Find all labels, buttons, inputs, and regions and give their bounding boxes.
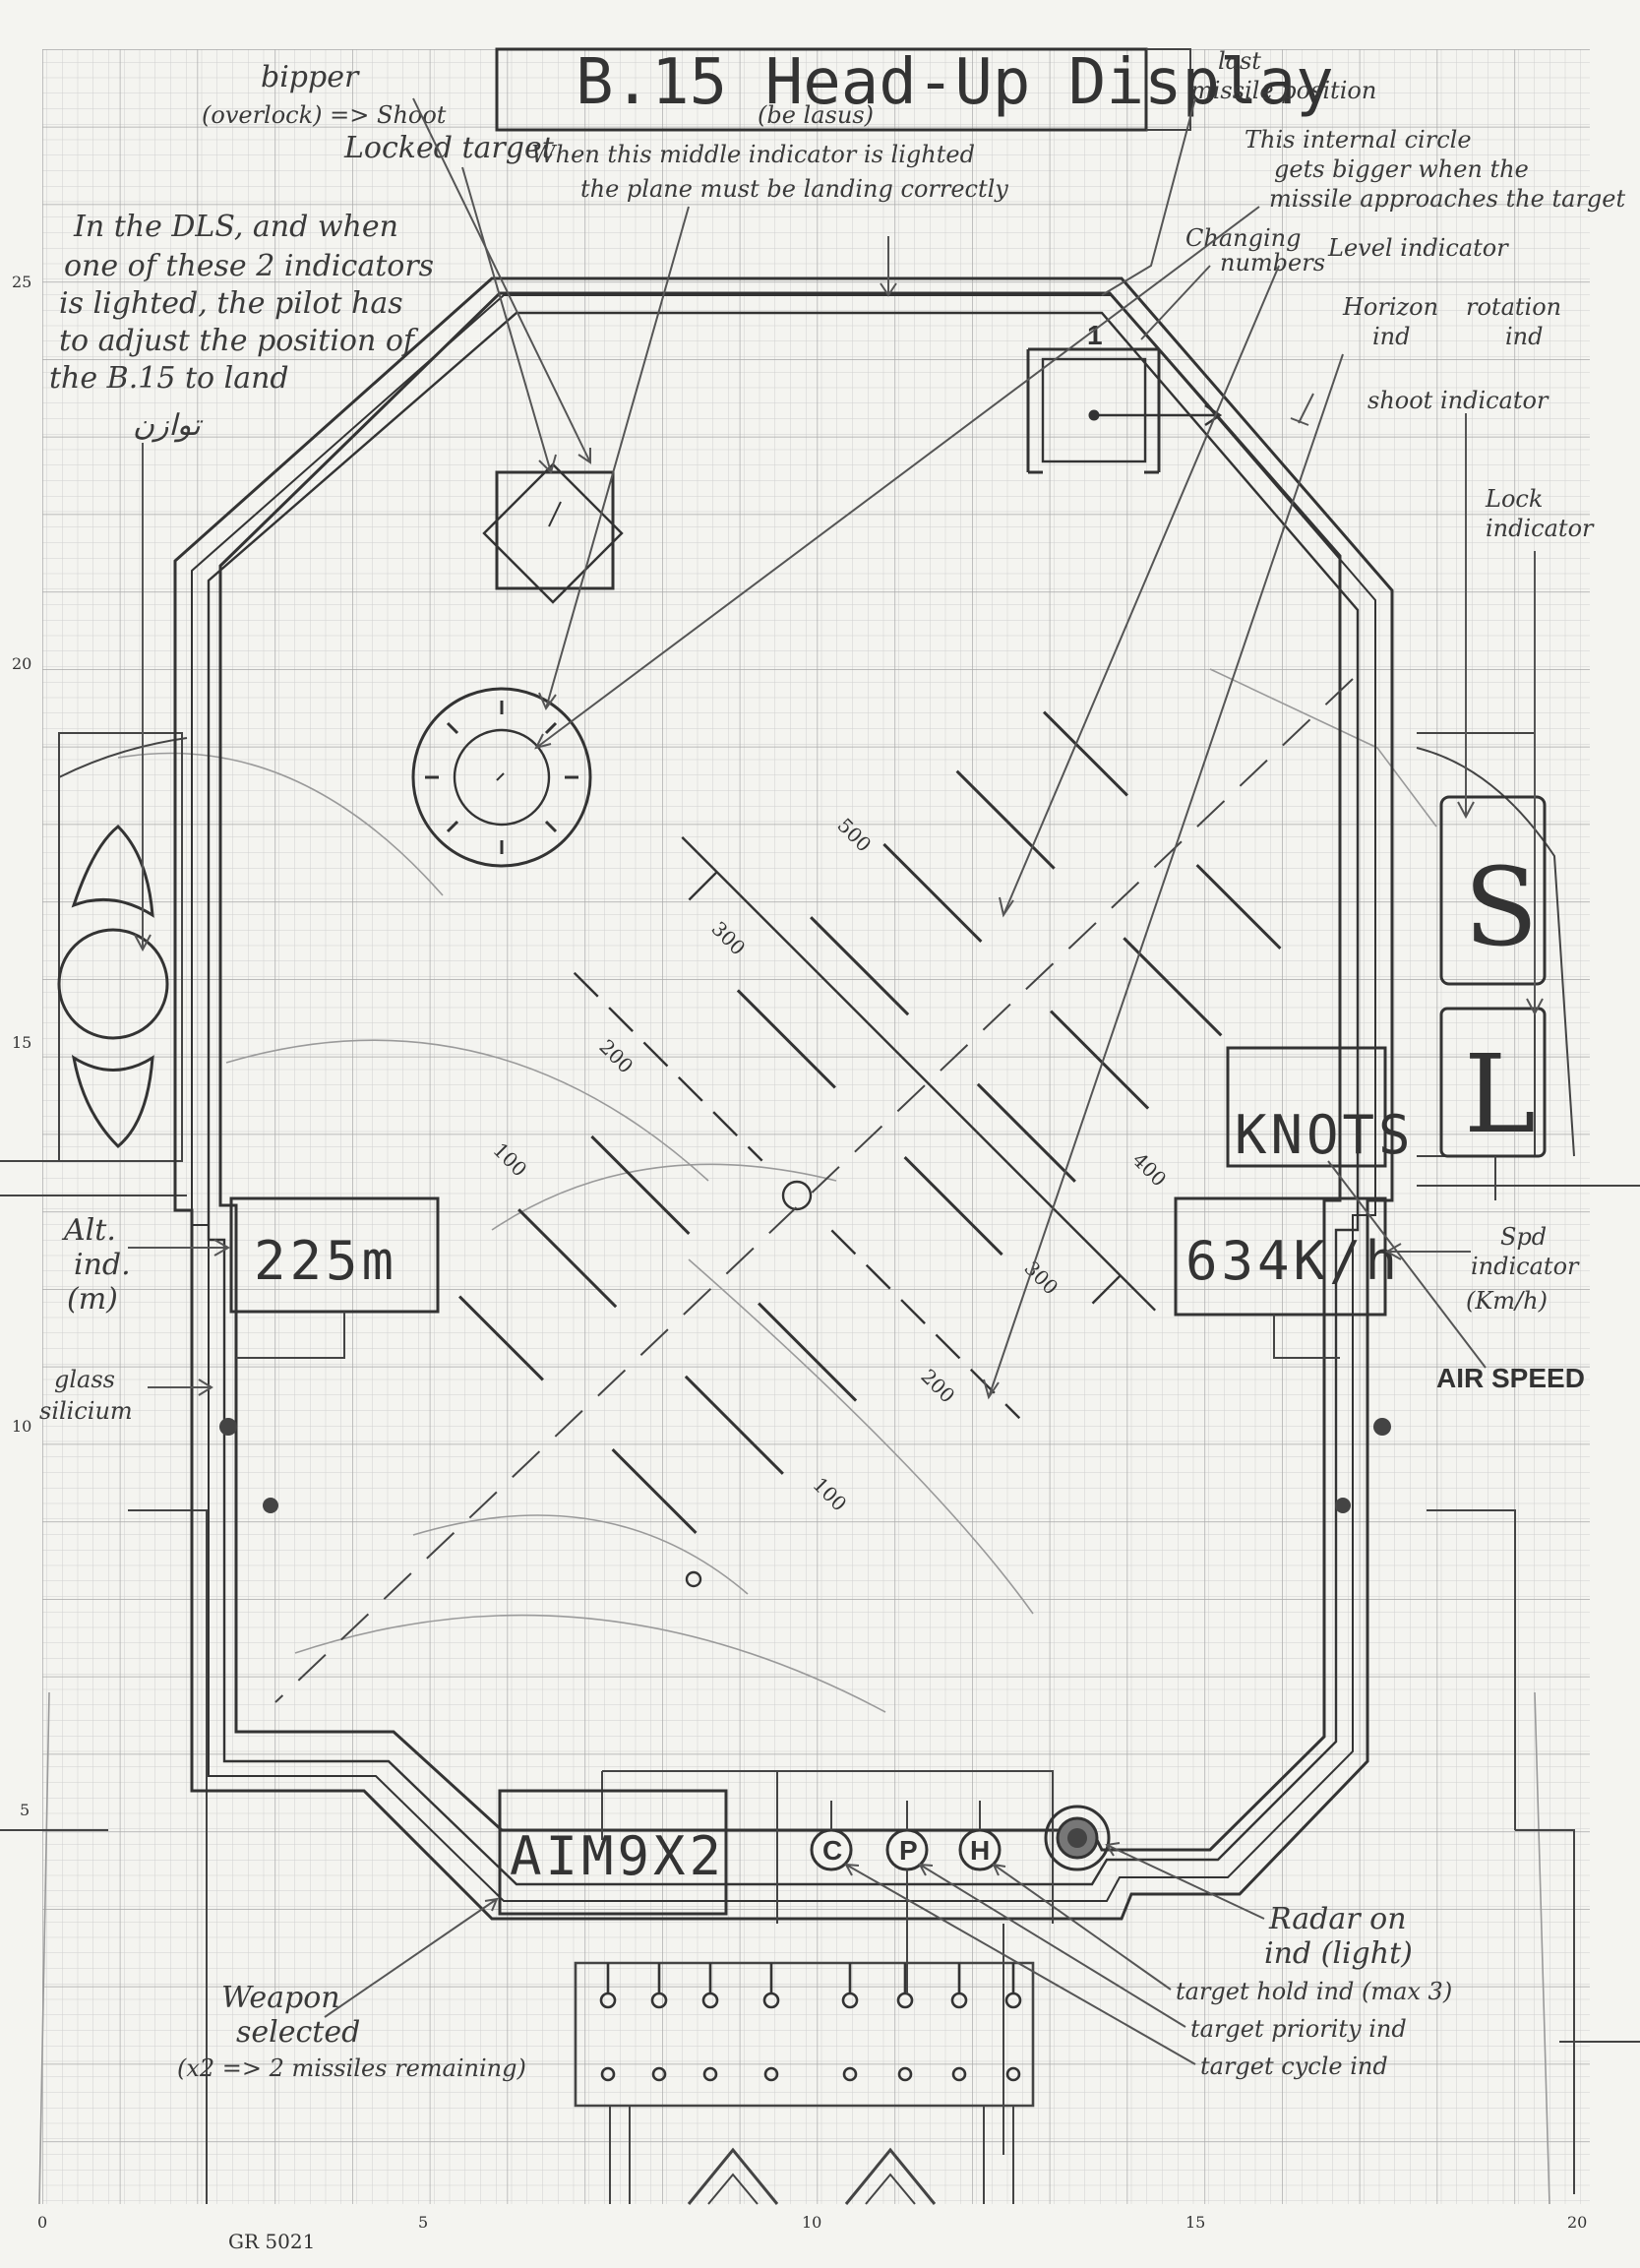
note-spd-3: (Km/h) xyxy=(1466,1287,1548,1315)
grid-label-left-10: 10 xyxy=(12,1417,31,1436)
note-overlock: (overlock) => Shoot xyxy=(202,101,447,129)
note-target-hold: target hold ind (max 3) xyxy=(1176,1978,1452,2005)
note-spd-2: indicator xyxy=(1471,1253,1580,1280)
bipper-target-box xyxy=(482,462,624,604)
grid-label-bottom-20: 20 xyxy=(1567,2213,1587,2232)
speed-display: 634K/h xyxy=(1185,1230,1401,1292)
grid-label-left-5: 5 xyxy=(20,1801,30,1819)
annotations: bipper (overlock) => Shoot Locked target… xyxy=(39,47,1625,2082)
note-dls-4: to adjust the position of xyxy=(59,324,419,358)
lazus-limit-arrow xyxy=(880,236,897,297)
note-middle-indicator-1: When this middle indicator is lighted xyxy=(531,141,975,168)
note-last-missile-2: missile position xyxy=(1190,77,1376,104)
page-subtitle: (be lasus) xyxy=(758,101,874,129)
note-air-speed: AIR SPEED xyxy=(1436,1363,1585,1393)
title-box xyxy=(495,47,1148,132)
note-dls-5: the B.15 to land xyxy=(49,361,289,396)
target-number: 1 xyxy=(1087,320,1103,350)
note-target-cycle: target cycle ind xyxy=(1200,2053,1388,2080)
note-horizon-1: Horizon xyxy=(1342,293,1438,321)
grid-label-left-15: 15 xyxy=(12,1033,31,1052)
target-buttons xyxy=(810,1801,1002,1993)
lock-indicator-box xyxy=(1439,1007,1547,1158)
note-last-missile-1: last xyxy=(1218,47,1261,75)
note-shoot-indicator: shoot indicator xyxy=(1367,387,1549,414)
grid-label-left-25: 25 xyxy=(12,273,31,291)
note-locked-target: Locked target xyxy=(343,131,555,165)
note-bipper: bipper xyxy=(261,60,360,94)
grid-label-bottom-0: 0 xyxy=(37,2213,47,2232)
target-priority-button[interactable]: P xyxy=(899,1835,918,1866)
note-target-priority: target priority ind xyxy=(1190,2015,1407,2043)
grid-label-bottom-15: 15 xyxy=(1185,2213,1205,2232)
note-lock-indicator-2: indicator xyxy=(1486,515,1595,542)
knots-box xyxy=(1226,1046,1387,1168)
note-radar-1: Radar on xyxy=(1268,1902,1407,1936)
target-hold-button[interactable]: H xyxy=(970,1835,990,1866)
knots-label: KNOTS xyxy=(1235,1104,1415,1166)
note-dls-3: is lighted, the pilot has xyxy=(59,286,403,321)
lock-indicator: L xyxy=(1464,1031,1536,1157)
note-level-indicator: Level indicator xyxy=(1327,234,1509,262)
note-middle-indicator-2: the plane must be landing correctly xyxy=(580,175,1008,203)
note-alt-2: ind. xyxy=(74,1248,131,1282)
shoot-indicator: S xyxy=(1464,844,1538,970)
note-glass-2: silicium xyxy=(39,1397,133,1425)
altitude-display-box xyxy=(229,1196,440,1314)
grid-label-bottom-10: 10 xyxy=(802,2213,821,2232)
note-weapon-2: selected xyxy=(236,2015,360,2050)
target-cycle-button[interactable]: C xyxy=(822,1835,842,1866)
note-spd-1: Spd xyxy=(1500,1223,1547,1251)
note-weapon-1: Weapon xyxy=(221,1981,340,2015)
note-lock-indicator-1: Lock xyxy=(1485,485,1543,513)
grid-scale-labels: 25 20 15 10 5 0 5 10 15 20 GR 5021 xyxy=(12,273,1587,2253)
altitude-display: 225m xyxy=(254,1230,397,1292)
note-changing-numbers-2: numbers xyxy=(1220,249,1325,276)
note-alt-1: Alt. xyxy=(61,1213,116,1248)
note-alt-3: (m) xyxy=(67,1282,118,1317)
note-internal-circle-2: gets bigger when the xyxy=(1274,155,1529,183)
grid-label-bottom-5: 5 xyxy=(418,2213,428,2232)
radar-on-light xyxy=(1044,1805,1111,1871)
glass-screws xyxy=(219,1418,1391,1513)
note-glass-1: glass xyxy=(54,1366,115,1393)
note-rotation-1: rotation xyxy=(1466,293,1561,321)
note-weapon-3: (x2 => 2 missiles remaining) xyxy=(177,2054,526,2082)
paper-code: GR 5021 xyxy=(228,2230,315,2253)
weapon-display: AIM9X2 xyxy=(510,1825,725,1887)
pitch-ladder xyxy=(457,710,1282,1535)
speed-display-box xyxy=(1174,1196,1387,1317)
grid-label-left-20: 20 xyxy=(12,654,31,673)
note-internal-circle-3: missile approaches the target xyxy=(1269,185,1625,213)
note-dls-arabic: توازن xyxy=(133,408,203,443)
display-connectors xyxy=(236,1156,1496,1359)
page-title: B.15 Head-Up Display xyxy=(576,46,1334,119)
pencil-sketch-lines xyxy=(38,668,1550,2205)
note-radar-2: ind (light) xyxy=(1264,1936,1413,1971)
leader-lines xyxy=(128,97,1544,2065)
note-rotation-2: ind xyxy=(1505,323,1544,350)
note-horizon-2: ind xyxy=(1372,323,1411,350)
note-dls-2: one of these 2 indicators xyxy=(64,249,434,283)
note-dls-1: In the DLS, and when xyxy=(73,210,398,244)
rotation-indicator-dot xyxy=(685,1570,702,1588)
weapon-display-box xyxy=(498,1789,728,1916)
last-missile-box xyxy=(1026,347,1223,474)
flight-path-line xyxy=(274,678,1354,1703)
note-internal-circle-1: This internal circle xyxy=(1245,126,1472,153)
shoot-indicator-box xyxy=(1439,795,1547,986)
horizon-line xyxy=(573,971,1021,1420)
dls-left-indicator xyxy=(57,824,169,1149)
bottom-console xyxy=(574,1770,1054,2205)
title-box-wing xyxy=(1146,48,1191,131)
console-pins xyxy=(599,1963,1022,2082)
landing-middle-indicator xyxy=(411,687,592,868)
